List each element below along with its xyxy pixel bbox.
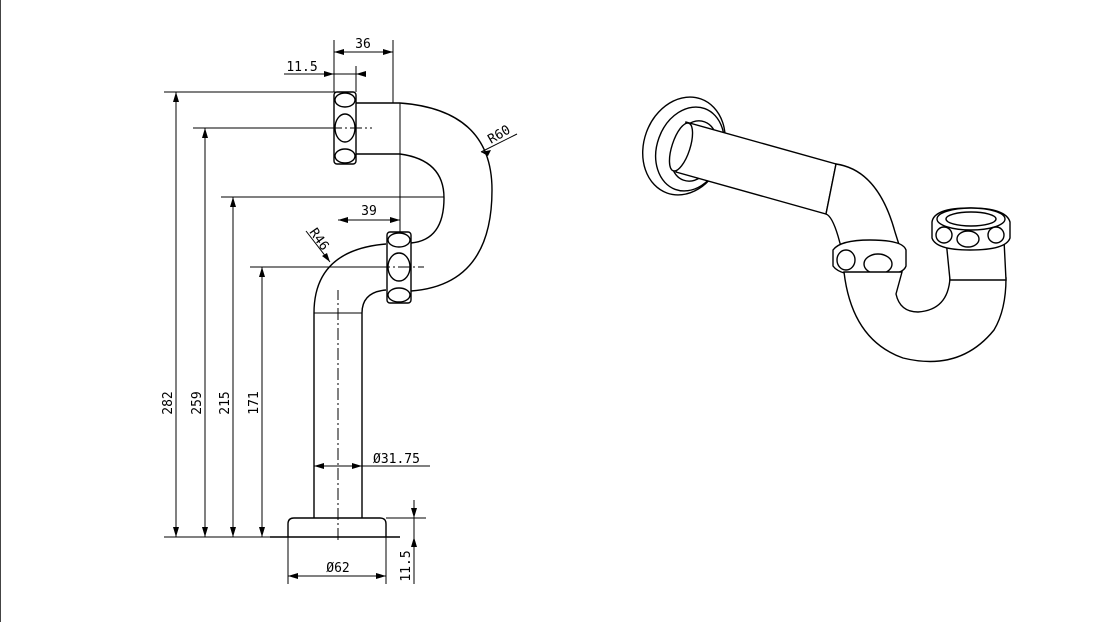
orthographic-view: 282 259 215 171 36 11.5 39 R60 xyxy=(161,37,518,584)
dim-label-215: 215 xyxy=(218,391,233,414)
dim-label-36: 36 xyxy=(355,37,371,52)
dim-arrows-62 xyxy=(288,573,386,579)
leader-arrow-r46 xyxy=(322,253,330,262)
leader-arrow-r60 xyxy=(481,150,491,156)
dim-label-282: 282 xyxy=(161,391,176,414)
iso-slip-nut-top xyxy=(931,207,1011,251)
dim-label-11-5-flange: 11.5 xyxy=(399,550,414,581)
lower-bend-outer xyxy=(313,243,387,314)
tube-end-ellipse xyxy=(668,122,694,172)
dim-label-tube-dia: Ø31.75 xyxy=(373,452,420,467)
leader-r60 xyxy=(480,133,518,153)
lower-bend-inner xyxy=(361,289,387,314)
dim-label-39: 39 xyxy=(361,204,377,219)
dim-label-259: 259 xyxy=(190,391,205,414)
dim-arrows-11-5-top xyxy=(324,71,366,77)
dim-label-r60: R60 xyxy=(486,123,514,148)
trap-inner-arc xyxy=(399,153,445,244)
iso-slip-nut-left xyxy=(832,239,907,277)
dim-label-r46: R46 xyxy=(306,226,332,254)
isometric-view xyxy=(642,96,1011,363)
trap-outer-arc xyxy=(399,102,493,292)
dim-arrows-tube-dia xyxy=(314,463,362,469)
base-flange xyxy=(287,517,387,537)
dim-label-171: 171 xyxy=(247,391,262,414)
iso-u-bend xyxy=(843,271,1007,363)
horizontal-tube xyxy=(675,121,837,215)
sheet-left-border xyxy=(0,0,1,622)
dim-label-62: Ø62 xyxy=(326,561,349,576)
dim-label-11-5-top: 11.5 xyxy=(286,60,317,75)
dim-arrows-11-5-flange xyxy=(411,508,417,547)
